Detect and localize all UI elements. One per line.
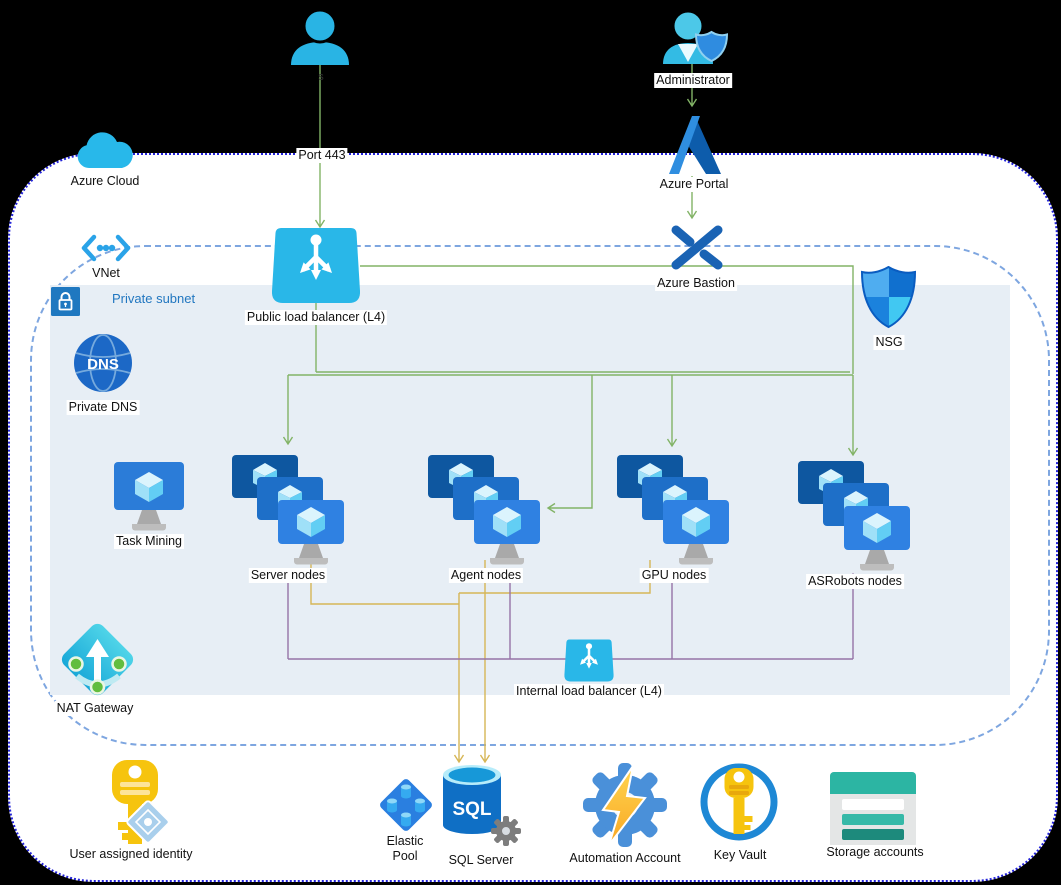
- storage-accounts-label: Storage accounts: [824, 845, 926, 860]
- sql-text: SQL: [452, 799, 491, 820]
- server-nodes-label: Server nodes: [248, 568, 328, 583]
- vnet-boundary: [30, 245, 1050, 746]
- user-edge-label: s: [318, 71, 324, 83]
- gear-icon: [491, 816, 521, 846]
- sql-server-icon: SQL: [443, 763, 523, 852]
- user-icon: [289, 6, 351, 71]
- dns-text: DNS: [87, 356, 119, 373]
- administrator-label: Administrator: [654, 73, 732, 88]
- subnet-lock-icon: [51, 287, 80, 321]
- asrobots-nodes-icon: [798, 461, 914, 575]
- nat-gateway-icon: [59, 621, 137, 704]
- key-vault-label: Key Vault: [711, 848, 769, 863]
- vnet-icon: [81, 234, 131, 267]
- gpu-nodes-icon: [617, 455, 733, 569]
- internal-lb-label: Internal load balancer (L4): [514, 684, 664, 699]
- user-assigned-identity-label: User assigned identity: [67, 847, 195, 862]
- agent-nodes-icon: [428, 455, 544, 569]
- task-mining-label: Task Mining: [114, 534, 184, 549]
- public-lb-label: Public load balancer (L4): [244, 310, 388, 325]
- asrobots-nodes-label: ASRobots nodes: [806, 574, 904, 589]
- internal-load-balancer-icon: [563, 639, 615, 687]
- azure-cloud-label: Azure Cloud: [68, 174, 142, 189]
- azure-portal-icon: [668, 114, 722, 181]
- automation-account-label: Automation Account: [567, 851, 683, 866]
- key-vault-icon: [700, 759, 778, 852]
- server-nodes-icon: [232, 455, 348, 569]
- private-dns-label: Private DNS: [66, 400, 140, 415]
- user-assigned-identity-icon: [98, 758, 172, 853]
- azure-cloud-icon: [76, 131, 134, 176]
- task-mining-icon: [114, 462, 184, 537]
- sql-server-label: SQL Server: [446, 853, 516, 868]
- azure-portal-label: Azure Portal: [657, 177, 731, 192]
- nsg-label: NSG: [873, 335, 905, 350]
- private-dns-icon: DNS: [73, 333, 133, 398]
- elastic-pool-label: Elastic Pool: [379, 834, 431, 864]
- administrator-icon: [655, 6, 733, 73]
- vnet-label: VNet: [92, 266, 120, 280]
- storage-accounts-icon: [830, 772, 916, 853]
- public-load-balancer-icon: [271, 227, 361, 309]
- port-443-label: Port 443: [296, 148, 348, 163]
- green-flow-lines: [282, 62, 859, 514]
- gpu-nodes-label: GPU nodes: [639, 568, 709, 583]
- elastic-pool-icon: [378, 777, 434, 838]
- private-subnet-label: Private subnet: [112, 291, 196, 306]
- nsg-shield-icon: [860, 265, 917, 334]
- shield-icon: [694, 30, 729, 63]
- agent-nodes-label: Agent nodes: [448, 568, 524, 583]
- automation-account-icon: [581, 762, 669, 855]
- azure-bastion-label: Azure Bastion: [655, 276, 737, 291]
- lightning-icon: [601, 765, 647, 846]
- azure-bastion-icon: [666, 221, 728, 278]
- nat-gateway-label: NAT Gateway: [54, 701, 136, 716]
